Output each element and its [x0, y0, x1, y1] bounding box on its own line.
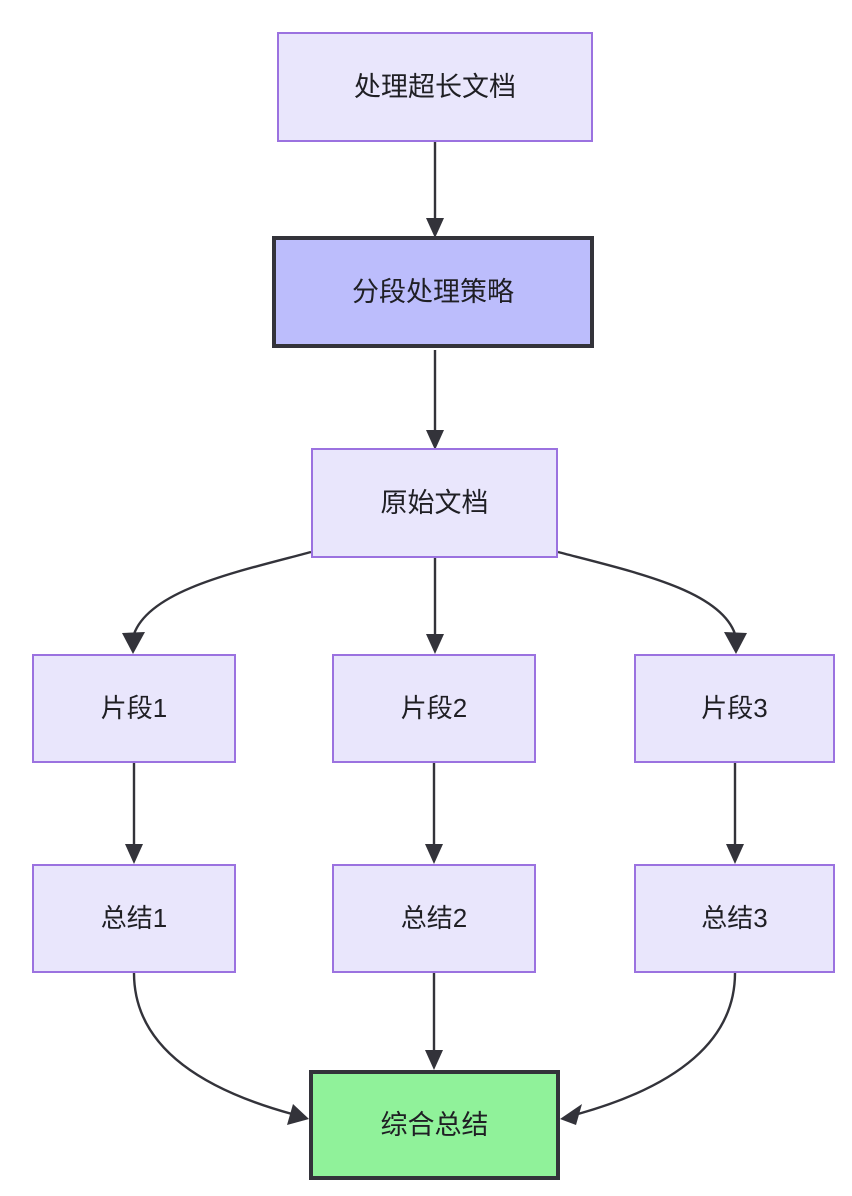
node-combined-summary[interactable]: 综合总结 [309, 1070, 560, 1180]
edge-summary3-to-final [560, 972, 737, 1125]
node-label: 总结2 [400, 902, 468, 933]
node-label: 分段处理策略 [352, 276, 514, 307]
node-label: 原始文档 [380, 487, 489, 518]
node-label: 片段2 [400, 692, 468, 723]
node-summary-2[interactable]: 总结2 [332, 864, 536, 973]
node-summary-1[interactable]: 总结1 [32, 864, 236, 973]
node-label: 综合总结 [380, 1109, 489, 1140]
node-source-document[interactable]: 原始文档 [311, 448, 558, 558]
edge-chunk3-to-summary3 [726, 763, 744, 864]
node-label: 片段3 [701, 692, 768, 723]
edge-root-to-strategy [426, 142, 444, 238]
node-chunking-strategy[interactable]: 分段处理策略 [272, 236, 594, 348]
node-label: 处理超长文档 [354, 71, 516, 102]
edge-chunk1-to-summary1 [125, 763, 143, 864]
node-process-long-document[interactable]: 处理超长文档 [277, 32, 593, 142]
edge-source-to-chunk2 [426, 558, 444, 654]
edge-chunk2-to-summary2 [425, 763, 443, 864]
node-chunk-1[interactable]: 片段1 [32, 654, 236, 763]
node-chunk-2[interactable]: 片段2 [332, 654, 536, 763]
edge-summary1-to-final [132, 972, 309, 1125]
edge-summary2-to-final [425, 973, 443, 1070]
node-label: 总结3 [701, 902, 768, 933]
edge-strategy-to-source [426, 350, 444, 450]
node-chunk-3[interactable]: 片段3 [634, 654, 835, 763]
node-summary-3[interactable]: 总结3 [634, 864, 835, 973]
node-label: 片段1 [100, 692, 168, 723]
edge-source-to-chunk3 [557, 550, 747, 654]
node-label: 总结1 [100, 902, 168, 933]
edge-source-to-chunk1 [122, 550, 312, 654]
